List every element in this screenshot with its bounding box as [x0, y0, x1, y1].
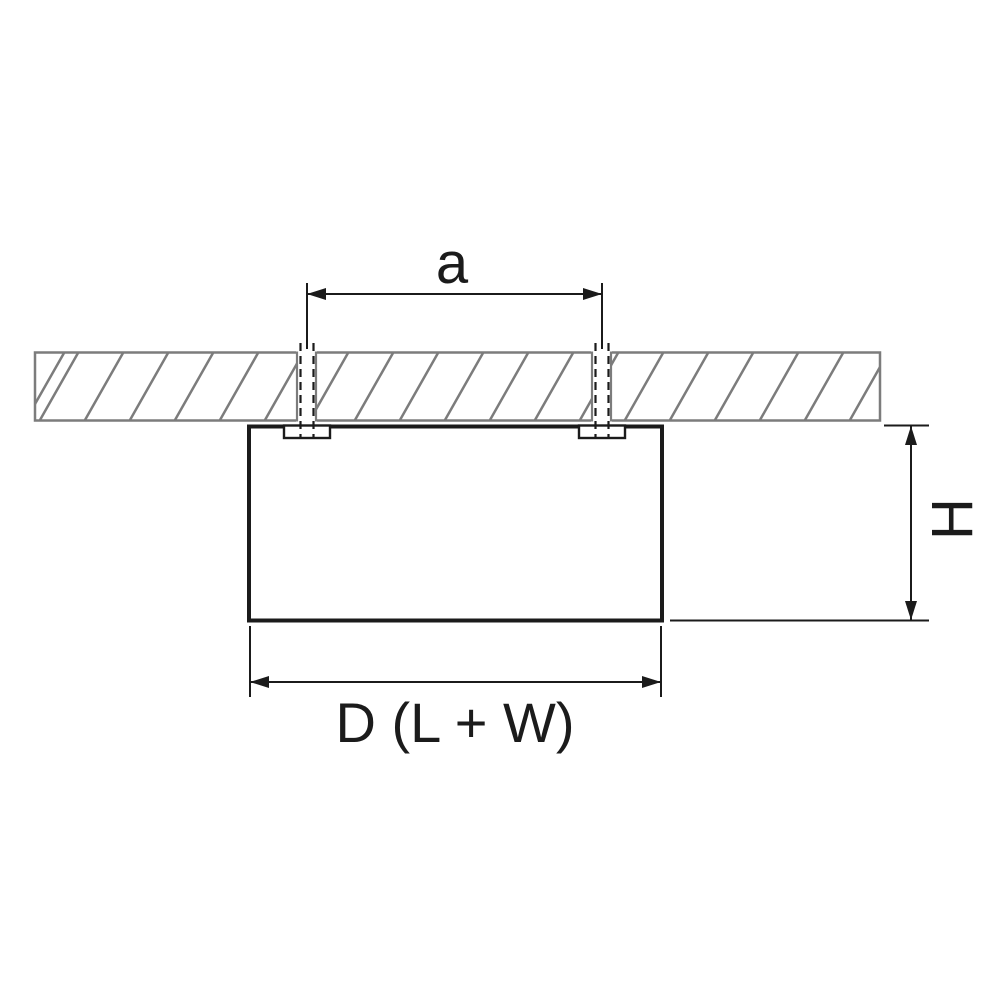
ceiling-hatch: [33, 352, 882, 421]
mounting-tab-left: [282, 424, 332, 440]
hole-clearance: [591, 350, 612, 423]
arrowhead-right: [642, 676, 661, 688]
arrowhead-left: [250, 676, 269, 688]
screw-left: [299, 343, 315, 437]
mounting-tab-right: [577, 424, 627, 440]
arrowhead-down: [905, 601, 917, 620]
dim-a-label: a: [436, 231, 469, 296]
ceiling-outline: [33, 351, 882, 422]
arrowhead-up: [905, 426, 917, 445]
arrowhead-left: [307, 288, 326, 300]
screw-right: [594, 343, 610, 437]
mounting-hole-left: [295, 350, 318, 423]
hole-clearance: [296, 350, 317, 423]
dim-d: [249, 626, 662, 697]
dim-h-label: H: [920, 498, 985, 540]
arrowhead-right: [583, 288, 602, 300]
dim-a: [306, 283, 603, 349]
dim-h: [670, 424, 929, 622]
fixture-body: [247, 424, 664, 623]
mounting-hole-right: [590, 350, 613, 423]
ceiling: [33, 350, 882, 423]
dim-d-label: D (L + W): [335, 691, 574, 754]
